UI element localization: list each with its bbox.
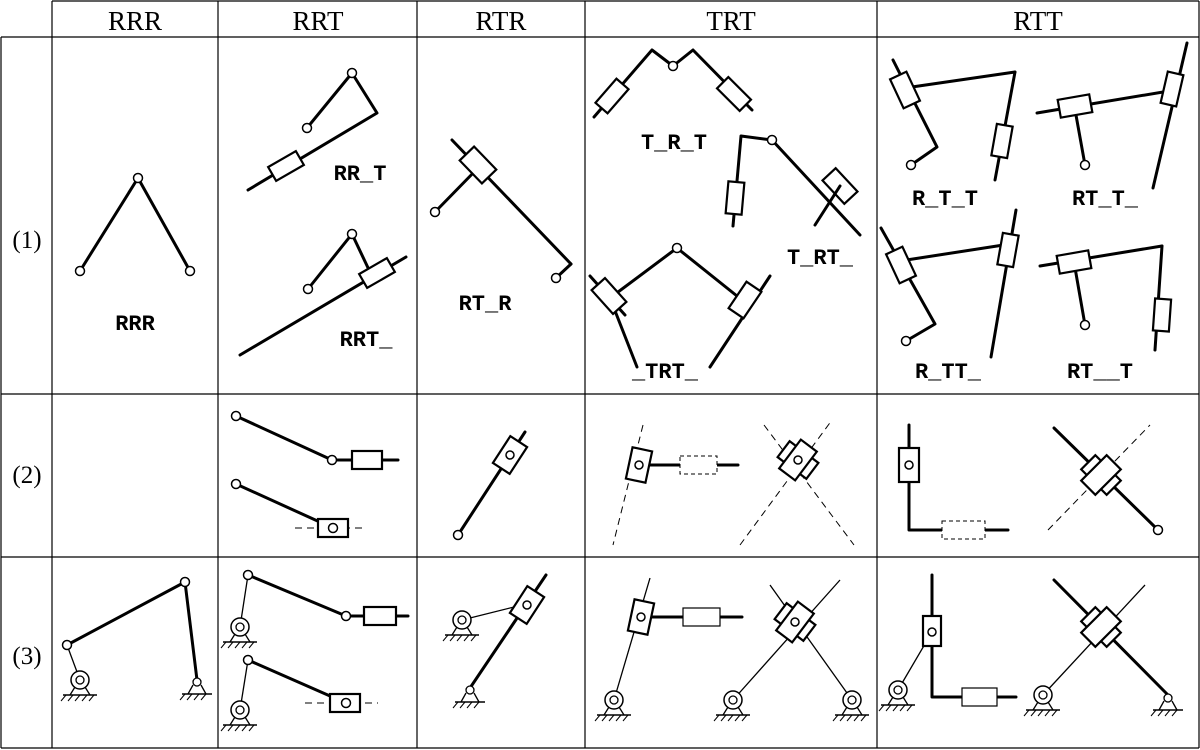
- column-header-rrt: RRT: [293, 6, 344, 36]
- cell-rtr-1: RT_R: [429, 138, 573, 317]
- code-rrt: RRT_: [340, 328, 394, 353]
- row-label-1: (1): [12, 227, 41, 254]
- code-r-t-t: R_T_T: [912, 187, 978, 212]
- cell-rtt-1b: RT_T_: [1035, 41, 1189, 212]
- row-label-3: (3): [12, 643, 41, 670]
- cell-rrr-1: RRR: [74, 172, 196, 337]
- code-trt: _TRT_: [631, 360, 699, 385]
- cell-trt-1a: T_R_T: [592, 48, 754, 156]
- code-rt-t2: RT__T: [1067, 360, 1133, 385]
- cell-rrt-3: [220, 569, 410, 732]
- cell-rtt-1c: R_TT_: [879, 208, 1020, 385]
- cell-rrt-2: [230, 410, 400, 539]
- cell-rtt-1d: RT__T: [1038, 244, 1173, 385]
- cell-rtt-2: [897, 423, 1164, 540]
- cell-rrr-3: [60, 576, 213, 702]
- cell-rtr-2: [452, 430, 529, 541]
- cell-trt-1b: T_RT_: [724, 134, 862, 271]
- cell-rtt-1a: R_T_T: [888, 58, 1017, 212]
- column-header-trt: TRT: [706, 6, 756, 36]
- code-rr-t: RR_T: [334, 162, 387, 187]
- cell-rtt-3: [878, 573, 1184, 717]
- row-label-2: (2): [12, 462, 41, 489]
- code-rt-t: RT_T_: [1072, 187, 1139, 212]
- cell-trt-1c: _TRT_: [588, 242, 772, 385]
- code-rrr: RRR: [115, 312, 155, 337]
- column-header-rrr: RRR: [108, 6, 162, 36]
- code-rt-r: RT_R: [459, 292, 513, 317]
- code-r-tt: R_TT_: [915, 360, 982, 385]
- cell-rrt-1a: RR_T: [246, 67, 387, 192]
- column-header-rtr: RTR: [476, 6, 527, 36]
- cell-rrt-1b: RRT_: [238, 228, 408, 357]
- code-t-r-t: T_R_T: [641, 131, 707, 156]
- cell-trt-3: [594, 577, 870, 722]
- cell-rtr-3: [442, 573, 548, 709]
- code-t-rt: T_RT_: [787, 246, 854, 271]
- cell-trt-2: [612, 419, 855, 546]
- column-header-rtt: RTT: [1013, 6, 1063, 36]
